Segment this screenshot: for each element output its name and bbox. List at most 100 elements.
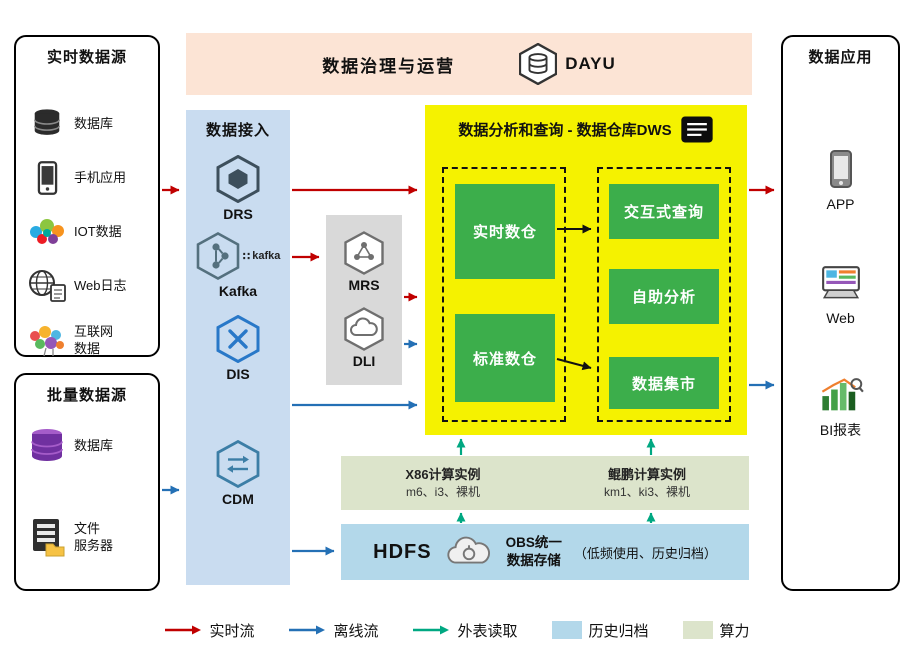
standard-warehouse-box: 标准数仓 [455,314,555,402]
legend: 实时流 离线流 外表读取 历史归档 算力 [0,616,914,644]
service-label: MRS [348,277,380,293]
kunpeng-compute: 鲲鹏计算实例 km1、ki3、裸机 [545,466,749,500]
mrs-service: MRS [326,231,402,293]
legend-compute-label: 算力 [719,622,750,640]
file-server-icon [20,518,74,558]
legend-compute-swatch [682,621,713,639]
kafka-wordmark-text: kafka [252,250,281,262]
governance-banner: 数据治理与运营 DAYU [186,33,752,95]
mrs-icon [344,231,384,275]
list-item: 文件 服务器 [20,507,158,569]
dis-service: DIS [186,315,290,382]
cdm-service: CDM [186,440,290,507]
dws-ledger-icon [680,115,714,144]
batch-sources-title: 批量数据源 [46,387,127,404]
source-label: 数据库 [74,115,114,131]
legend-external-arrow-icon [412,624,450,636]
database-icon [20,106,74,142]
data-mart-box: 数据集市 [609,357,719,409]
legend-realtime-label: 实时流 [209,622,255,640]
realtime-warehouse-box: 实时数仓 [455,184,555,279]
data-apps-title: 数据应用 [808,49,873,66]
list-item: 数据库 [20,417,158,475]
list-item: APP [783,149,898,213]
app-label: BI报表 [819,422,862,438]
source-label: IOT数据 [74,223,122,239]
obs-cloud-icon [444,535,494,569]
interactive-query-box: 交互式查询 [609,184,719,239]
legend-compute: 算力 [682,620,750,641]
legend-archive: 历史归档 [551,620,649,641]
data-ingestion-title: 数据接入 [205,122,270,139]
kafka-service: ∷ kafka Kafka [186,232,290,299]
data-apps-box: 数据应用 APP [781,35,900,591]
compute-instances-box: X86计算实例 m6、i3、裸机 鲲鹏计算实例 km1、ki3、裸机 [341,456,749,510]
dws-warehouse-group: 实时数仓 标准数仓 [442,167,566,422]
drs-icon [216,155,260,203]
legend-realtime-arrow-icon [164,624,202,636]
dli-service: DLI [326,307,402,369]
legend-archive-swatch [551,621,582,639]
self-service-analysis-box: 自助分析 [609,269,719,324]
internet-data-icon [20,324,74,358]
dli-icon [344,307,384,351]
cdm-icon [216,440,260,488]
list-item: 数据库 [20,99,158,149]
obs-label: OBS统一 数据存储 [505,535,562,568]
realtime-sources-title: 实时数据源 [46,49,127,66]
app-phone-icon [829,149,853,189]
legend-offline-label: 离线流 [333,622,379,640]
list-item: 互联网 数据 [20,313,158,369]
legend-archive-label: 历史归档 [588,622,649,640]
legend-offline: 离线流 [288,620,378,641]
service-label: DRS [223,206,253,222]
kafka-wordmark: ∷ kafka [243,250,281,263]
iot-icon [20,216,74,248]
kunpeng-compute-title: 鲲鹏计算实例 [607,467,686,483]
service-label: DLI [352,353,376,369]
app-label: APP [826,196,855,212]
list-item: IOT数据 [20,207,158,257]
legend-offline-arrow-icon [288,624,326,636]
service-label: Kafka [218,283,258,299]
database-purple-icon [20,425,74,467]
phone-icon [20,160,74,196]
drs-service: DRS [186,155,290,222]
legend-external: 外表读取 [412,620,518,641]
dis-icon [216,315,260,363]
x86-compute-title: X86计算实例 [405,467,481,483]
globe-icon [20,269,74,303]
kunpeng-compute-sub: km1、ki3、裸机 [603,484,690,499]
dws-panel: 数据分析和查询 - 数据仓库DWS 实时数仓 标准数仓 交互式查询 自助分析 数… [425,105,747,435]
list-item: 手机应用 [20,153,158,203]
legend-external-label: 外表读取 [457,622,518,640]
web-monitor-icon [820,265,862,303]
x86-compute: X86计算实例 m6、i3、裸机 [341,466,545,500]
list-item: BI报表 [783,375,898,439]
governance-banner-title: 数据治理与运营 [322,56,456,76]
realtime-sources-box: 实时数据源 数据库 手机应用 [14,35,160,357]
batch-sources-box: 批量数据源 数据库 [14,373,160,591]
service-label: DIS [226,366,250,382]
kafka-dots-icon: ∷ [242,250,251,263]
dws-analysis-group: 交互式查询 自助分析 数据集市 [597,167,731,422]
legend-realtime: 实时流 [164,620,254,641]
dayu-logo: DAYU [519,43,616,85]
dayu-logo-text: DAYU [565,54,616,73]
list-item: Web [783,265,898,327]
processing-panel: MRS DLI [326,215,402,385]
list-item: Web日志 [20,261,158,311]
dws-panel-title-row: 数据分析和查询 - 数据仓库DWS [425,105,747,144]
source-label: 文件 服务器 [74,521,114,553]
service-label: CDM [222,491,254,507]
source-label: 手机应用 [74,169,127,185]
data-ingestion-panel: 数据接入 DRS [186,110,290,585]
storage-note: （低频使用、历史归档） [573,545,717,561]
kafka-icon [196,232,240,280]
dayu-icon [519,43,558,85]
source-label: Web日志 [74,277,127,293]
source-label: 数据库 [74,437,114,453]
x86-compute-sub: m6、i3、裸机 [405,484,480,499]
dws-panel-title: 数据分析和查询 - 数据仓库DWS [458,122,672,139]
